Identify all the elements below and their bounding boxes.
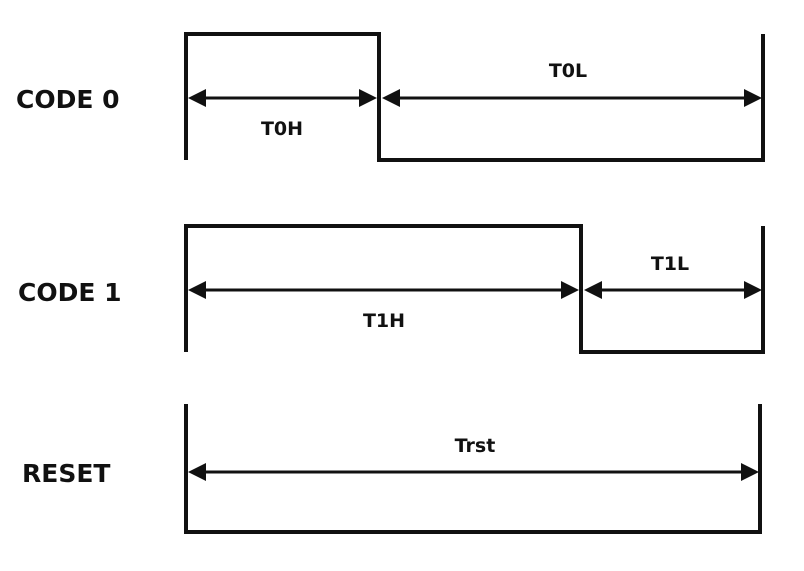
code0-label: CODE 0	[16, 85, 120, 114]
code1-row: CODE 1 T1H T1L	[18, 224, 765, 354]
code0-waveform	[184, 32, 765, 162]
code1-low-arrow-right	[744, 281, 762, 299]
code0-high-arrow-left	[188, 89, 206, 107]
reset-arrow-right	[741, 463, 759, 481]
code1-low-label: T1L	[651, 253, 689, 275]
code1-high-label: T1H	[363, 310, 405, 332]
code0-row: CODE 0 T0H T0L	[16, 32, 765, 162]
code1-label: CODE 1	[18, 278, 122, 307]
code1-waveform	[184, 224, 765, 354]
code1-low-arrow-left	[584, 281, 602, 299]
reset-row: RESET Trst	[22, 404, 762, 534]
reset-span-label: Trst	[455, 435, 496, 457]
code1-high-arrow-left	[188, 281, 206, 299]
code0-low-label: T0L	[549, 60, 587, 82]
code0-high-label: T0H	[261, 118, 303, 140]
code1-high-arrow-right	[561, 281, 579, 299]
reset-label: RESET	[22, 459, 110, 488]
reset-waveform	[184, 404, 762, 534]
code0-low-arrow-left	[382, 89, 400, 107]
code0-high-arrow-right	[359, 89, 377, 107]
code0-low-arrow-right	[744, 89, 762, 107]
reset-arrow-left	[188, 463, 206, 481]
